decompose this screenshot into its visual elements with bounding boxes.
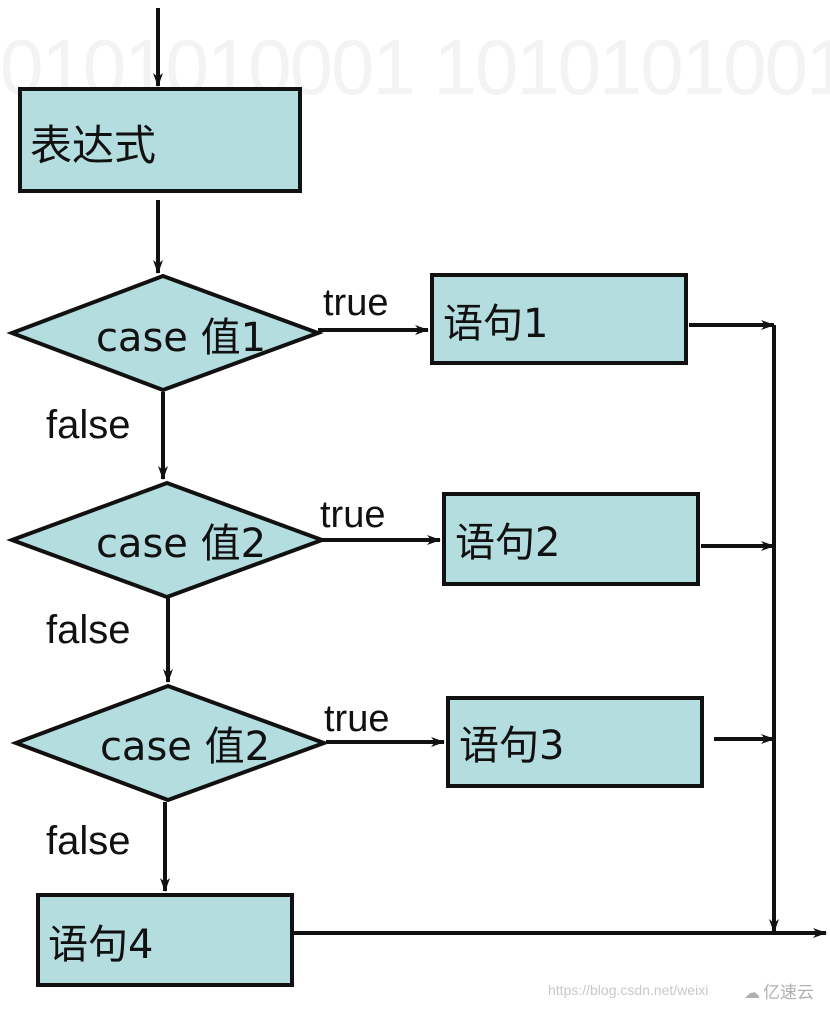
stmt3-label: 语句3 (459, 723, 564, 769)
stmt1-label: 语句1 (443, 301, 548, 347)
node-expression: 表达式 (18, 87, 302, 193)
node-case1: case 值1 (6, 273, 324, 393)
false-label-2: false (46, 608, 131, 652)
watermark-logo-text: 亿速云 (763, 983, 814, 1003)
true-label-1: true (323, 282, 388, 324)
node-stmt3: 语句3 (446, 696, 704, 788)
case1-diamond (6, 273, 324, 393)
edge-labels: true true true false false false (46, 282, 389, 863)
case1-label: case 值1 (96, 315, 266, 361)
false-label-3: false (46, 819, 131, 863)
node-case2: case 值2 (6, 480, 328, 600)
case2-diamond (6, 480, 328, 600)
connectors (153, 8, 827, 938)
stmt4-box (36, 893, 294, 987)
stmt3-box (446, 696, 704, 788)
watermark-logo: ☁亿速云 (744, 978, 814, 1003)
expression-label: 表达式 (30, 121, 156, 170)
case3-label: case 值2 (100, 724, 270, 770)
true-label-3: true (324, 698, 389, 740)
cloud-logo-icon: ☁ (744, 983, 760, 1002)
stmt2-box (442, 492, 700, 586)
case3-diamond (10, 683, 330, 803)
false-label-1: false (46, 403, 131, 447)
expression-box (18, 87, 302, 193)
node-stmt4: 语句4 (36, 893, 294, 987)
true-label-2: true (320, 494, 385, 536)
stmt1-box (430, 273, 688, 365)
stmt4-label: 语句4 (48, 922, 153, 968)
node-case3: case 值2 (10, 683, 330, 803)
stmt2-label: 语句2 (455, 520, 560, 566)
case2-label: case 值2 (96, 521, 266, 567)
node-stmt1: 语句1 (430, 273, 688, 365)
node-stmt2: 语句2 (442, 492, 700, 586)
watermark-url: https://blog.csdn.net/weixi (548, 982, 709, 998)
